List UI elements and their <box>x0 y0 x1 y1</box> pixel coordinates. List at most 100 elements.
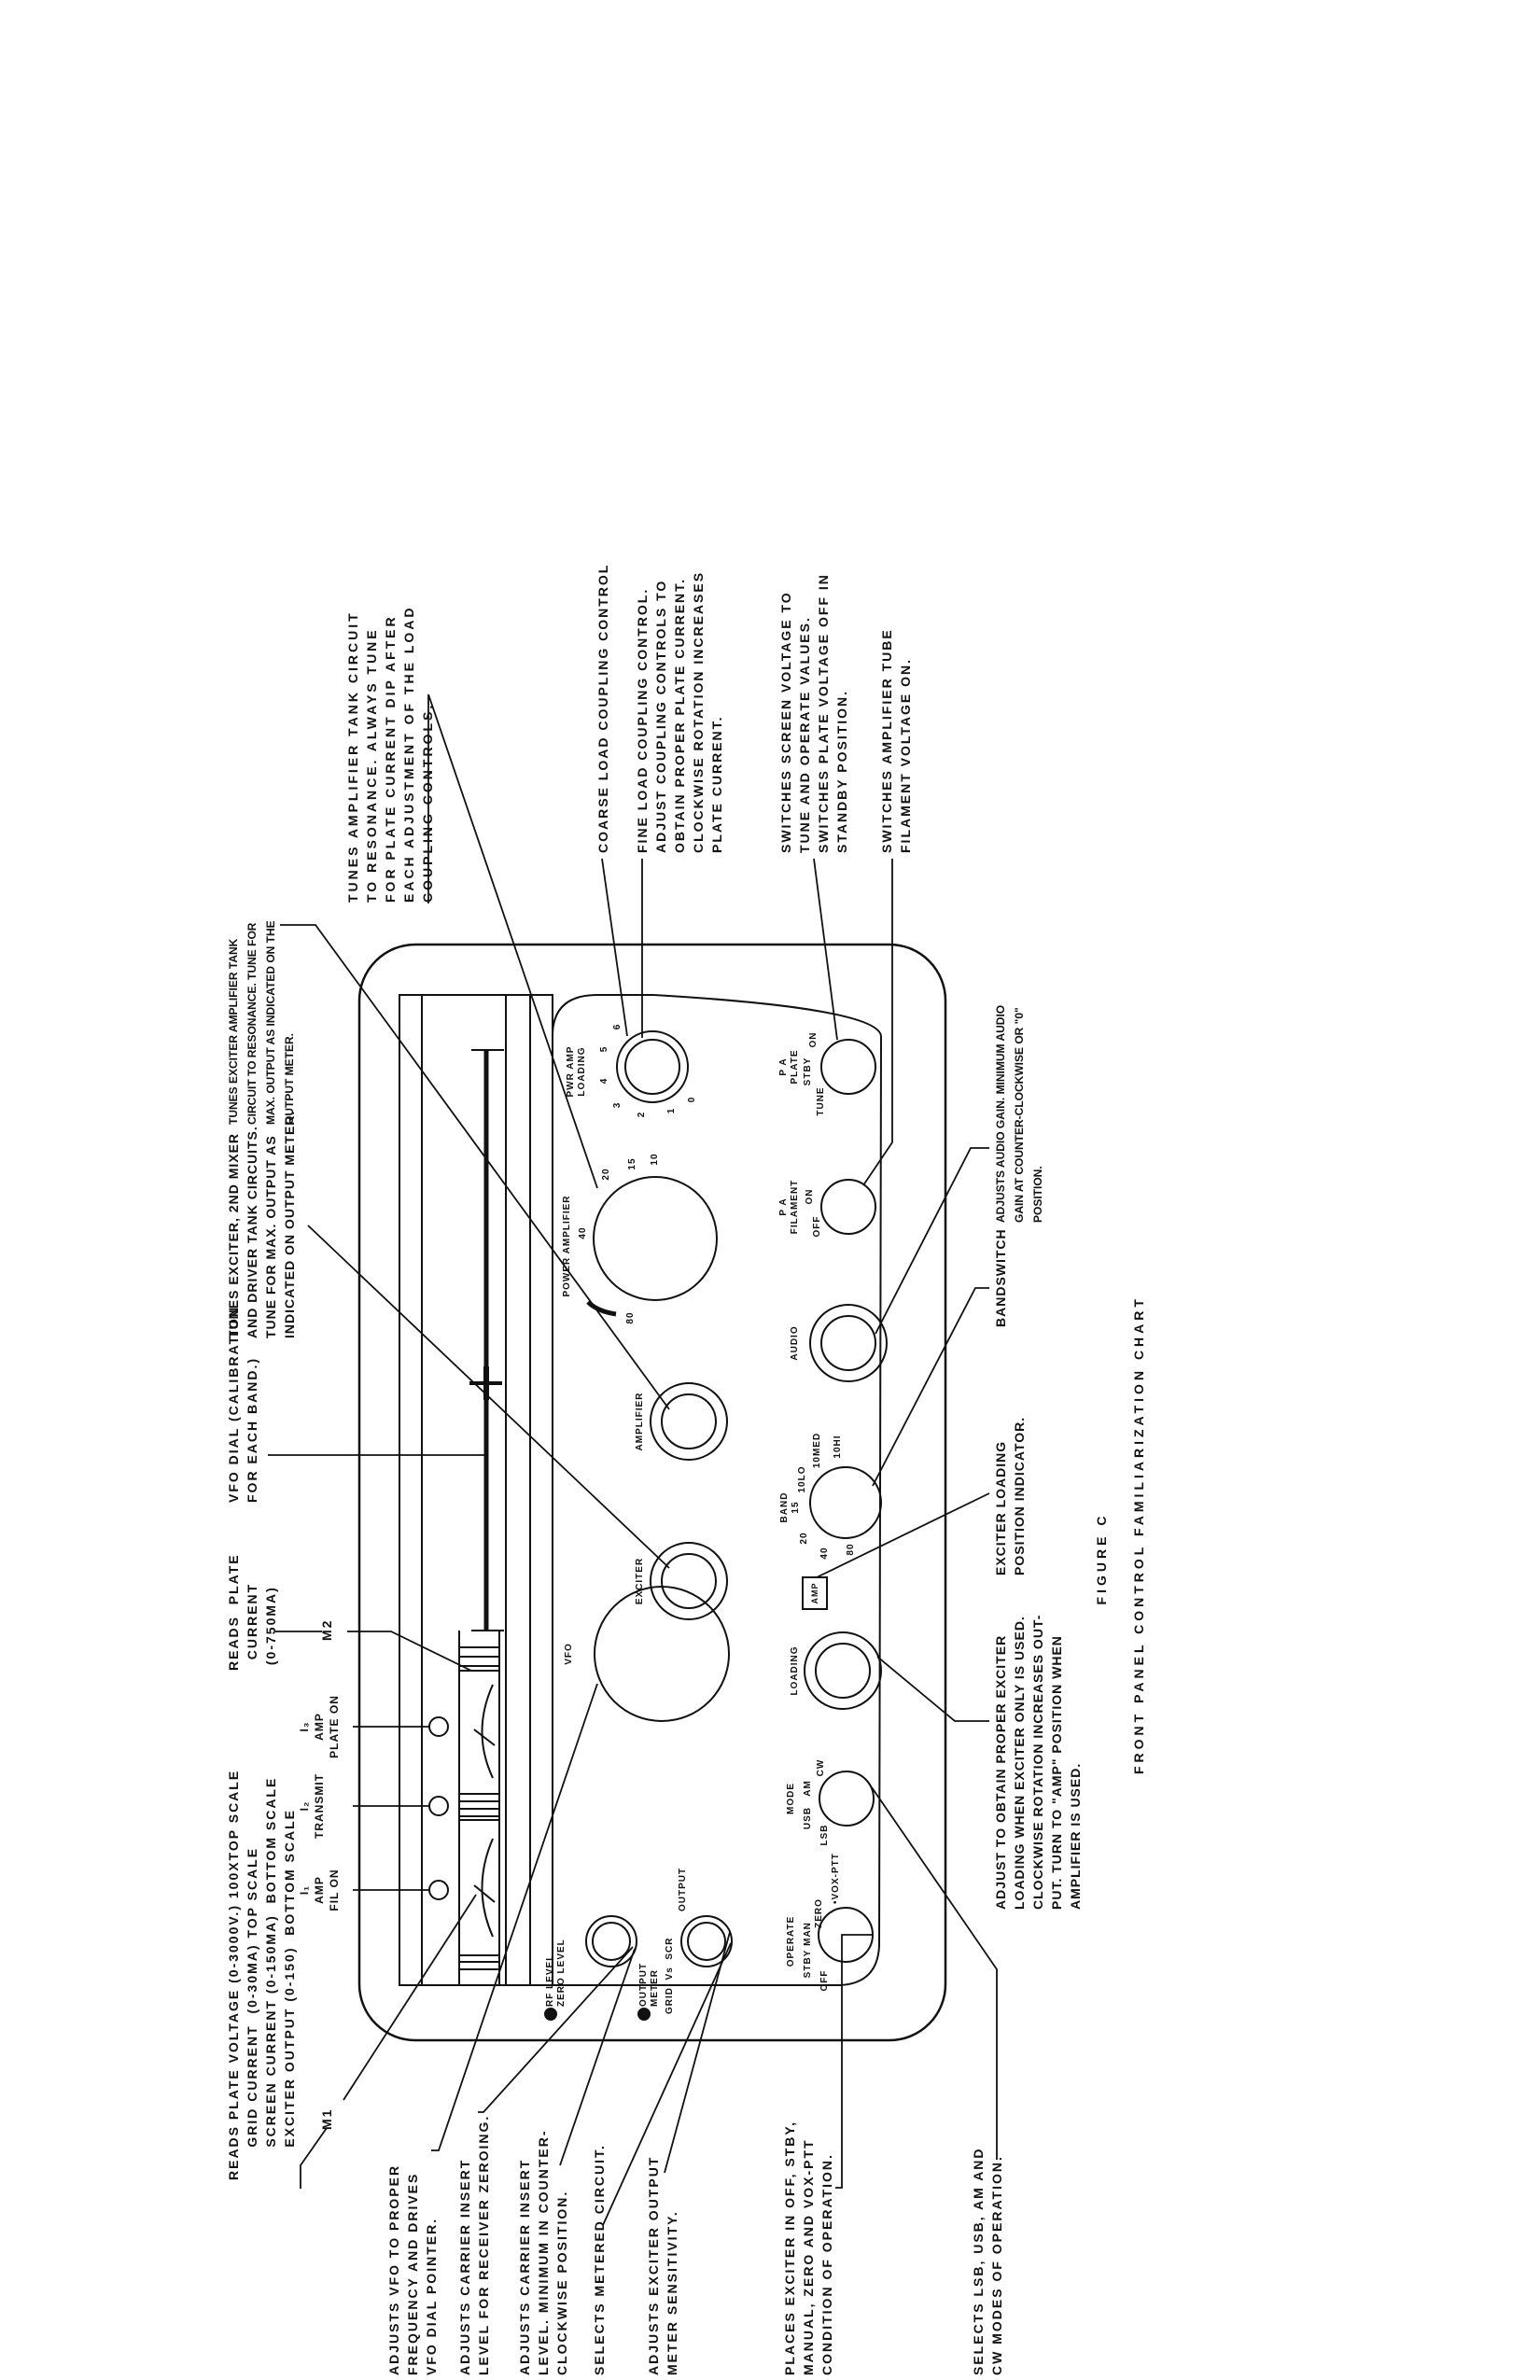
operate-pos-stby: STBY <box>803 1949 813 1979</box>
mode-label: MODE <box>786 1783 796 1814</box>
meter-m1 <box>458 1819 500 1956</box>
exciter-label: EXCITER <box>635 1557 645 1605</box>
meter-m2 <box>458 1670 500 1795</box>
lamp-i3-label: I₃ AMP PLATE ON <box>297 1695 342 1758</box>
pa-band-15: 15 <box>627 1157 637 1170</box>
lamp-id: I₃ <box>298 1721 311 1732</box>
pa-plate-knob <box>820 1039 876 1095</box>
band-knob <box>809 1466 882 1539</box>
output-knob <box>680 1915 733 1967</box>
loading-description: ADJUST TO OBTAIN PROPER EXCITER LOADING … <box>993 1614 1083 1910</box>
m2-label: M2 <box>319 1618 334 1641</box>
operate-pos-off: OFF <box>819 1969 830 1992</box>
mode-knob <box>819 1771 875 1827</box>
amplifier-tune-description: TUNES EXCITER AMPLIFIER TANK CIRCUIT TO … <box>227 920 296 1125</box>
mode-description: SELECTS LSB, USB, AM AND CW MODES OF OPE… <box>971 2147 1004 2375</box>
rf-level-knob <box>585 1915 637 1967</box>
lamp-i2 <box>428 1796 449 1816</box>
lamp-i2-label: I₂ TRANSMIT <box>297 1773 327 1839</box>
loading-pos-5: 5 <box>599 1045 609 1053</box>
mode-pos-lsb: LSB <box>819 1824 830 1846</box>
bandswitch-description: BANDSWITCH <box>993 1228 1008 1327</box>
loading-pos-2: 2 <box>637 1111 647 1118</box>
vfo-description: ADJUSTS VFO TO PROPER FREQUENCY AND DRIV… <box>386 2163 439 2375</box>
amplifier-knob <box>650 1382 728 1461</box>
power-amplifier-knob <box>593 1176 718 1301</box>
chart-title: FRONT PANEL CONTROL FAMILIARIZATION CHAR… <box>1131 1295 1146 1774</box>
meter-switch-description: SELECTS METERED CIRCUIT. <box>592 2144 607 2375</box>
amp-indicator-box <box>802 1576 828 1610</box>
lamp-i1-label: I₁ AMP FIL ON <box>297 1869 342 1911</box>
mode-pos-am: AM <box>803 1780 813 1797</box>
lamp-id: I₂ <box>298 1800 311 1812</box>
pa-plate-tune: TUNE <box>816 1086 826 1116</box>
pa-band-80: 80 <box>625 1311 636 1324</box>
power-amplifier-label: POWER AMPLIFIER <box>562 1195 572 1297</box>
pwr-amp-loading-label: PWR AMP LOADING <box>566 1045 587 1098</box>
loading-pos-3: 3 <box>612 1101 623 1109</box>
operate-pos-vox-ptt: •VOX-PTT <box>831 1853 841 1904</box>
lamp-i1 <box>428 1880 449 1900</box>
exciter-knob <box>650 1542 728 1620</box>
rf-level-description: ADJUSTS CARRIER INSERT LEVEL. MINIMUM IN… <box>517 2129 569 2375</box>
operate-pos-man: MAN <box>803 1922 813 1946</box>
audio-description: ADJUSTS AUDIO GAIN. MINIMUM AUDIO GAIN A… <box>994 1004 1044 1223</box>
pa-filament-label: P A FILAMENT <box>778 1179 800 1235</box>
band-pos-40: 40 <box>819 1547 830 1560</box>
lamp-id: I₁ <box>298 1884 311 1896</box>
zero-level-description: ADJUSTS CARRIER INSERT LEVEL FOR RECEIVE… <box>457 2114 491 2375</box>
pa-filament-off: OFF <box>812 1215 822 1238</box>
output-meter-label: OUTPUT METER <box>638 1962 660 2007</box>
lower-panel <box>552 994 882 1986</box>
coarse-load-description: COARSE LOAD COUPLING CONTROL <box>595 563 610 853</box>
lamp-text: AMP PLATE ON <box>313 1695 341 1758</box>
loading-label: LOADING <box>790 1645 800 1696</box>
loading-pos-6: 6 <box>612 1023 623 1030</box>
mode-pos-cw: CW <box>816 1758 826 1777</box>
loading-knob <box>804 1631 882 1710</box>
operate-description: PLACES EXCITER IN OFF, STBY, MANUAL, ZER… <box>782 2120 834 2375</box>
pa-plate-label: P A PLATE <box>778 1049 800 1085</box>
band-pos-20: 20 <box>799 1532 809 1545</box>
pa-filament-on: ON <box>805 1188 815 1205</box>
meter-stripes <box>459 1646 499 1970</box>
pa-filament-knob <box>820 1179 876 1235</box>
band-pos-15: 15 <box>791 1501 801 1514</box>
meter-positions-label: GRID Vs SCR <box>665 1937 675 2014</box>
pa-filament-description: SWITCHES AMPLIFIER TUBE FILAMENT VOLTAGE… <box>879 628 913 853</box>
output-label: OUTPUT <box>678 1867 688 1911</box>
power-amp-tune-description: TUNES AMPLIFIER TANK CIRCUIT TO RESONANC… <box>345 605 435 903</box>
meter-m1-description: READS PLATE VOLTAGE (0-3000V.) 100XTOP S… <box>226 1769 297 2180</box>
lamp-text: AMP FIL ON <box>313 1869 341 1911</box>
operate-label: OPERATE <box>786 1915 796 1967</box>
mode-pos-usb: USB <box>803 1806 813 1830</box>
rf-level-label: RF LEVEL ZERO LEVEL <box>545 1939 567 2007</box>
pa-band-40: 40 <box>578 1226 588 1239</box>
lamp-text: TRANSMIT <box>313 1773 326 1839</box>
meter-m2-description: READS PLATE CURRENT (0-750MA) <box>226 1553 278 1671</box>
pa-plate-description: SWITCHES SCREEN VOLTAGE TO TUNE AND OPER… <box>778 573 849 853</box>
outer-panel <box>357 943 947 2042</box>
vfo-label: VFO <box>564 1643 574 1665</box>
pa-plate-stby: STBY <box>803 1057 813 1086</box>
fine-load-description: FINE LOAD COUPLING CONTROL. ADJUST COUPL… <box>635 570 724 853</box>
loading-pos-4: 4 <box>599 1077 609 1085</box>
figure-label: FIGURE C <box>1094 1512 1109 1605</box>
m1-label: M1 <box>319 2107 334 2130</box>
pa-plate-on: ON <box>808 1031 819 1048</box>
vfo-dial-scale <box>469 1049 504 1631</box>
leader-lines <box>268 693 998 2226</box>
band-pos-80: 80 <box>846 1543 856 1556</box>
amplifier-label: AMPLIFIER <box>635 1392 645 1451</box>
audio-label: AUDIO <box>790 1325 800 1361</box>
amp-indicator-description: EXCITER LOADING POSITION INDICATOR. <box>993 1416 1027 1575</box>
operate-pos-zero: ZERO <box>814 1898 824 1928</box>
output-sensitivity-description: ADJUSTS EXCITER OUTPUT METER SENSITIVITY… <box>646 2155 679 2375</box>
pa-band-20: 20 <box>601 1168 611 1181</box>
band-label: BAND <box>779 1491 790 1523</box>
band-pos-10med: 10MED <box>812 1432 822 1469</box>
amp-box-label: AMP <box>810 1582 819 1604</box>
band-pos-10lo: 10LO <box>797 1465 807 1493</box>
